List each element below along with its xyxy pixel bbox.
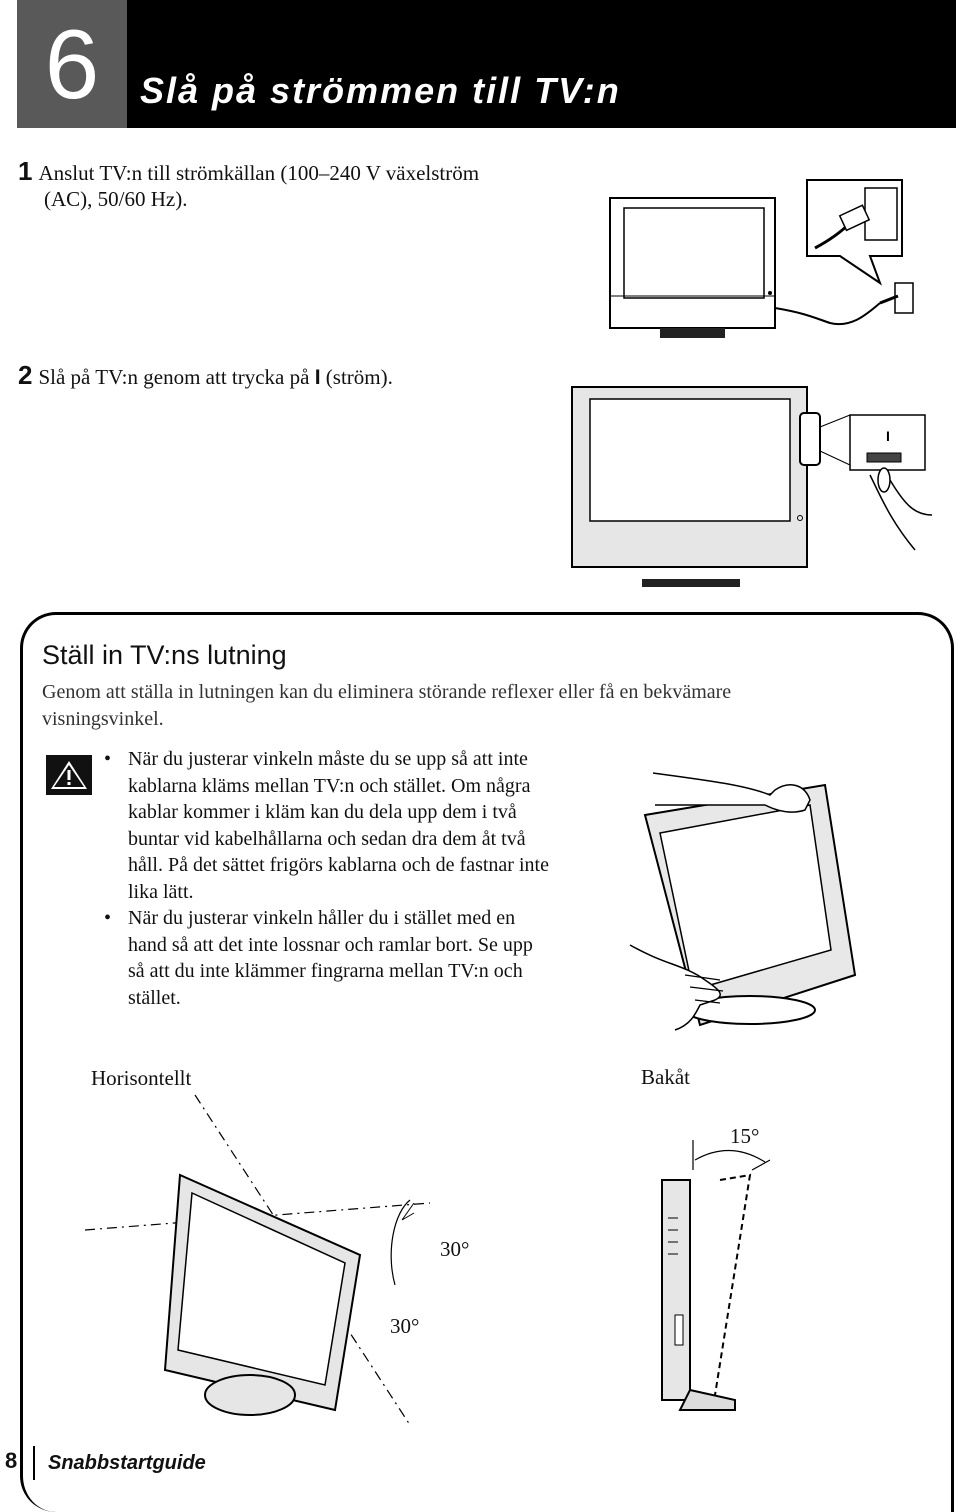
step-1-number: 1 [18,156,33,186]
warning-triangle-icon [46,755,92,795]
tilt-intro: Genom att ställa in lutningen kan du eli… [42,681,732,730]
step-2-text: Slå på TV:n genom att trycka på [38,365,310,389]
guide-title: Snabbstartguide [48,1452,206,1474]
tilt-adjust-illustration [629,772,857,1031]
list-item: När du justerar vinkeln måste du se upp … [104,746,549,905]
page-number: 8 [5,1448,18,1473]
section-title: Slå på strömmen till TV:n [140,70,621,111]
back-label: Bakåt [641,1065,690,1089]
step-2-number: 2 [18,360,33,390]
footer-divider [33,1446,35,1480]
tv-power-connection-illustration [609,179,914,338]
tilt-warnings-list: När du justerar vinkeln måste du se upp … [104,746,549,1011]
angle-30-label: 30° [390,1314,420,1338]
step-2-text-after: (ström). [325,365,393,389]
tv-power-button-illustration: I [571,386,933,587]
tilt-section-frame [20,612,954,1512]
step-1-text-line2: (AC), 50/60 Hz). [44,187,188,211]
list-item: När du justerar vinkeln håller du i stäl… [104,905,549,1011]
tilt-heading: Ställ in TV:ns lutning [42,640,287,670]
section-number: 6 [17,0,127,128]
horizontal-swivel-diagram [84,1094,431,1426]
power-symbol: I [314,366,321,389]
horizontal-label: Horisontellt [91,1066,192,1090]
step-1-text-line1: Anslut TV:n till strömkällan (100–240 V … [38,161,480,185]
angle-15-label: 15° [730,1124,760,1148]
angle-30-label: 30° [440,1237,470,1261]
section-header [17,0,956,128]
backward-tilt-diagram [661,1140,771,1411]
power-switch-symbol: I [886,428,890,444]
